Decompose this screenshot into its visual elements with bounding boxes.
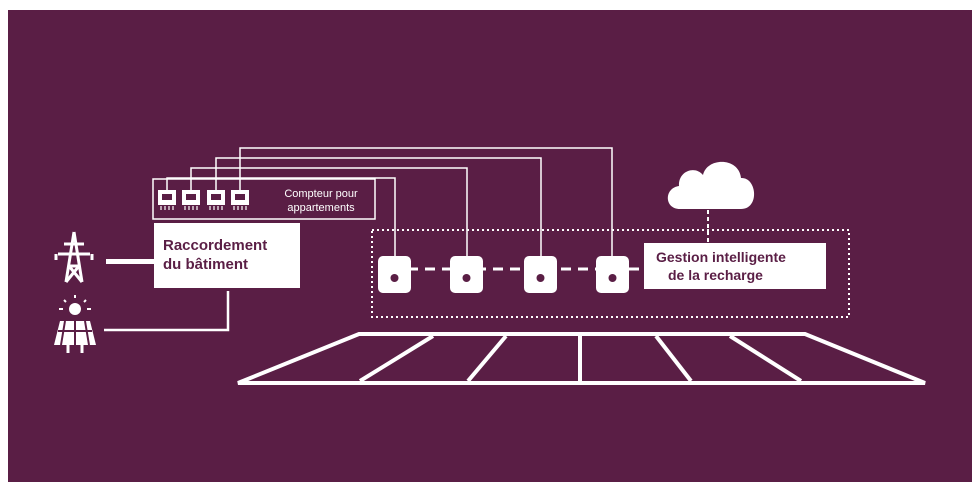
meters-box	[152, 178, 376, 220]
power-pylon-icon	[54, 231, 94, 283]
meter-icon-2	[182, 190, 200, 210]
solar-panel-icon	[54, 295, 96, 353]
wire-meter-2	[190, 167, 468, 259]
meter-icon-3	[207, 190, 225, 210]
parking-divider-5	[728, 334, 803, 383]
parking-divider-1	[358, 334, 435, 383]
management-label-line2: de la recharge	[668, 267, 763, 283]
meter-to-charger-wires	[166, 147, 613, 259]
building-connection-box: Raccordement du bâtiment	[154, 223, 300, 288]
charging-zone-boundary	[371, 229, 850, 318]
grid-connection-line	[106, 259, 154, 264]
meter-icon-4	[231, 190, 249, 210]
smart-charging-box: Gestion intelligente de la recharge	[644, 243, 826, 289]
cloud-icon	[667, 161, 755, 209]
charger-icon-3	[524, 256, 557, 293]
solar-connection-line	[104, 291, 230, 332]
charger-icon-4	[596, 256, 629, 293]
background	[8, 10, 972, 482]
meters-label-line1: Compteur pour	[284, 188, 358, 200]
management-label-line1: Gestion intelligente	[656, 249, 786, 265]
parking-divider-2	[466, 334, 508, 383]
meters-label-line2: appartements	[287, 202, 355, 214]
building-label-line2: du bâtiment	[163, 256, 248, 273]
building-label-line1: Raccordement	[163, 237, 268, 254]
charger-icon-1	[378, 256, 411, 293]
charger-icon-2	[450, 256, 483, 293]
wire-meter-1	[166, 177, 396, 259]
parking-outline	[237, 332, 926, 385]
parking-lot	[237, 332, 926, 385]
wire-meter-3	[215, 157, 542, 259]
meters-label: Compteur pour appartements	[271, 187, 371, 215]
diagram-canvas: Compteur pour appartements Raccordement …	[8, 10, 972, 482]
parking-divider-4	[654, 334, 693, 383]
wire-meter-4	[239, 147, 613, 259]
meter-icon-1	[158, 190, 176, 210]
diagram-svg	[8, 10, 972, 482]
